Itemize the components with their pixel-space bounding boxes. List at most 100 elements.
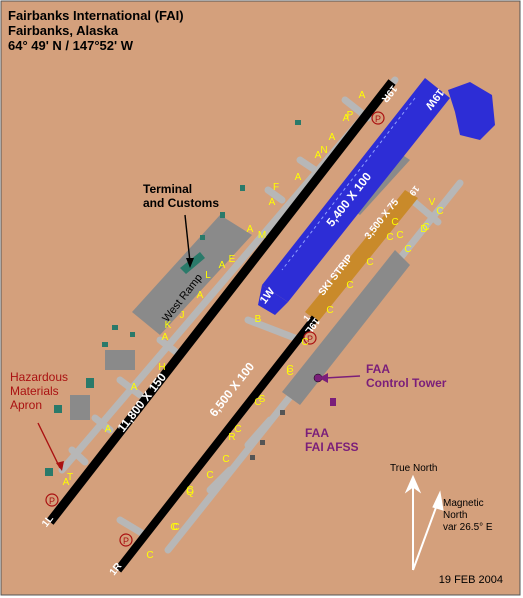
terminal-label: Terminal and Customs <box>143 182 219 210</box>
taxiway-letter: E <box>229 254 236 265</box>
taxiway-letter: A <box>131 382 138 393</box>
faa-afss-label: FAA FAI AFSS <box>305 426 359 454</box>
taxiway-letter: C <box>326 305 333 316</box>
taxiway-letter: A <box>197 290 204 301</box>
airport-name: Fairbanks International (FAI) <box>8 8 184 23</box>
taxiway-letter: A <box>269 197 276 208</box>
waterway-south-end <box>258 285 288 315</box>
building <box>240 185 245 191</box>
west-ramp-apron <box>132 215 252 335</box>
hazardous-arrowhead <box>56 461 64 471</box>
parking-label: P <box>307 334 313 344</box>
chart-header: Fairbanks International (FAI) Fairbanks,… <box>8 8 184 53</box>
terminal-arrow <box>184 214 191 263</box>
taxiway-letter: A <box>105 424 112 435</box>
taxiway-letter: M <box>258 230 266 241</box>
magnetic-north-label: Magnetic North var 26.5° E <box>443 498 493 534</box>
taxiway-g <box>91 414 114 434</box>
taxiway-letter: C <box>422 222 429 233</box>
parking-label: P <box>49 496 55 506</box>
taxiway-letter: F <box>273 182 279 193</box>
taxiway-letter: A <box>219 260 226 271</box>
taxiway-letter: A <box>329 132 336 143</box>
ski-strip <box>305 190 418 322</box>
taxiway-letter: L <box>205 270 211 281</box>
true-north-arrowhead <box>404 474 422 494</box>
building <box>45 468 53 476</box>
airport-city: Fairbanks, Alaska <box>8 23 119 38</box>
chart-date: 19 FEB 2004 <box>438 574 503 586</box>
taxiway-t <box>68 446 89 466</box>
faa-afss-line1: FAA <box>305 426 329 440</box>
building <box>200 235 205 240</box>
ski-end-1: 1 <box>301 313 312 323</box>
tower-arrowhead <box>319 373 328 383</box>
parking-label: P <box>375 114 381 124</box>
taxiway-letter: A <box>343 113 350 124</box>
taxiway-letter: A <box>359 90 366 101</box>
terminal-label-line1: Terminal <box>143 182 193 196</box>
parking-marker <box>371 111 385 125</box>
terminal-arrowhead <box>186 258 194 268</box>
taxiway-letter: K <box>165 320 172 331</box>
waterway-runway <box>262 78 450 302</box>
taxiway-letter: C <box>404 244 411 255</box>
taxiway-r <box>244 416 274 449</box>
taxiway-letter: C <box>436 206 443 217</box>
taxiway-letter: B <box>255 314 262 325</box>
taxiway-letter: D <box>420 224 427 235</box>
taxiway-letter: S <box>259 394 266 405</box>
taxiway-letter: C <box>396 230 403 241</box>
faa-tower-line2: Control Tower <box>366 376 447 390</box>
terminal-building <box>180 252 205 274</box>
building <box>295 120 301 125</box>
annotation-arrows <box>37 214 361 471</box>
taxiway-letter: C <box>391 217 398 228</box>
taxiway-letter: C <box>234 424 241 435</box>
parking-marker <box>303 331 317 345</box>
building <box>54 405 62 413</box>
terminal-label-line2: and Customs <box>143 196 220 210</box>
taxiway-letter: C <box>366 257 373 268</box>
taxiway-letter: C <box>170 522 177 533</box>
magnetic-north-line2: North <box>443 510 468 521</box>
taxiway-letter: C <box>386 232 393 243</box>
runway-1r-19l <box>114 315 319 573</box>
taxiway-letter: C <box>254 397 261 408</box>
faa-afss-line2: FAI AFSS <box>305 440 359 454</box>
taxiway-q <box>206 466 234 494</box>
building <box>280 410 285 415</box>
taxiway-letter: N <box>320 145 327 156</box>
north-arrows <box>404 474 444 571</box>
hazardous-label: Hazardous Materials Apron <box>10 370 68 412</box>
apron-small-1 <box>105 350 135 370</box>
parking-marker <box>119 533 133 547</box>
runways <box>46 79 396 573</box>
building <box>220 212 225 218</box>
hazardous-apron <box>70 395 90 420</box>
float-pond <box>258 78 495 315</box>
taxiway-letter: A <box>162 332 169 343</box>
ski-end-19: 19 <box>407 184 421 198</box>
buildings <box>45 120 336 476</box>
taxiway-letter: C <box>206 470 213 481</box>
taxiway-b <box>244 316 304 344</box>
faa-tower-line1: FAA <box>366 362 390 376</box>
true-north-label: True North <box>390 463 438 474</box>
taxiway-letter: A <box>63 477 70 488</box>
taxiway-south <box>116 516 149 539</box>
taxiway-letters: A A A A A A A A A A A A A C C C C C C C … <box>63 90 444 561</box>
taxiway-letter: C <box>301 337 308 348</box>
building <box>112 325 118 330</box>
taxiway-n <box>296 156 319 174</box>
taxiway-letter: T <box>67 472 73 483</box>
magnetic-north-line1: Magnetic <box>443 498 484 509</box>
taxiway-letter: A <box>295 172 302 183</box>
parking-label: P <box>123 536 129 546</box>
taxiway-letter: R <box>228 432 235 443</box>
taxiway-f <box>264 186 286 204</box>
building <box>260 440 265 445</box>
hazardous-label-line2: Materials <box>10 384 59 398</box>
